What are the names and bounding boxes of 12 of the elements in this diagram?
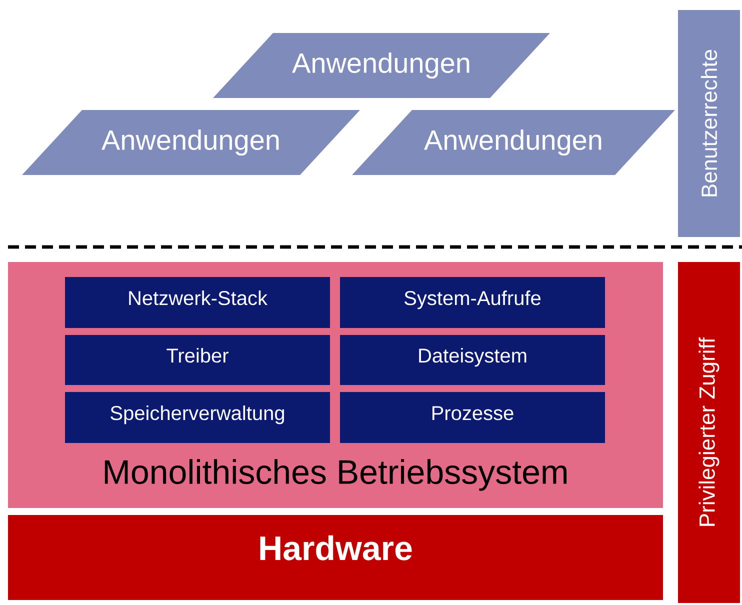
applications-parallelogram: Anwendungen — [22, 110, 360, 175]
applications-parallelogram: Anwendungen — [213, 33, 550, 98]
component-box: Prozesse — [340, 392, 605, 443]
privileged-access-bar: Privilegierter Zugriff — [678, 262, 740, 603]
hardware-box: Hardware — [8, 515, 663, 600]
component-box: Treiber — [65, 335, 330, 385]
component-box: System-Aufrufe — [340, 277, 605, 328]
user-rights-bar: Benutzerrechte — [678, 10, 740, 237]
applications-parallelogram: Anwendungen — [352, 110, 675, 175]
component-box: Netzwerk-Stack — [65, 277, 330, 328]
component-box: Speicherverwaltung — [65, 392, 330, 443]
component-box: Dateisystem — [340, 335, 605, 385]
